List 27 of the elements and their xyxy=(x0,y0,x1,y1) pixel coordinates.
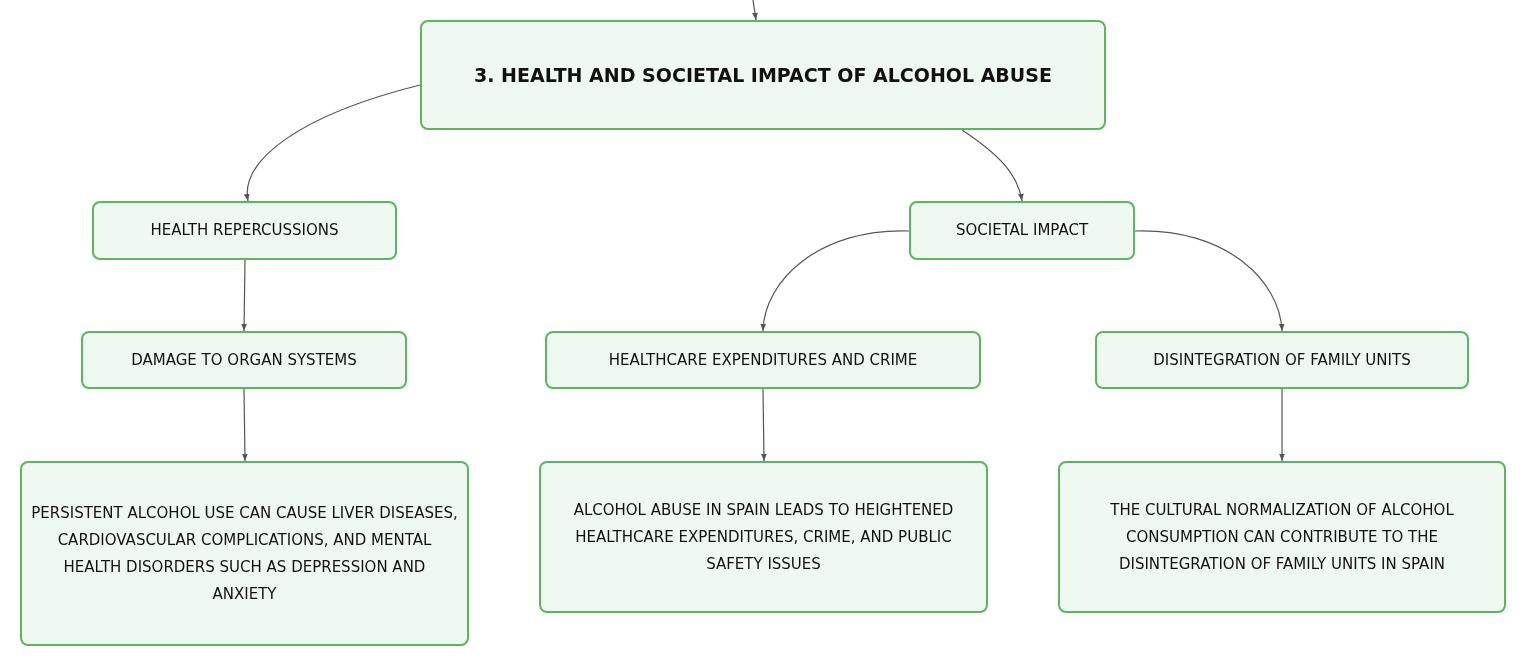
title-box xyxy=(420,20,1106,130)
topic-box xyxy=(539,461,988,613)
connector-arrow xyxy=(1134,230,1284,332)
connector-arrow xyxy=(244,84,421,202)
node-text: THE CULTURAL NORMALIZATION OF ALCOHOL CONSUMPTION CAN CONTRIBUTE TO THE DISINTEGRATION OF FAMILY UNITS IN SPAIN xyxy=(1109,499,1455,575)
node-text: HEALTHCARE EXPENDITURES AND CRIME xyxy=(608,349,918,371)
connector-arrow xyxy=(961,129,1024,202)
connector-arrow xyxy=(760,230,910,332)
connector-arrow xyxy=(761,388,767,462)
connector-arrow xyxy=(242,388,248,462)
topic-box xyxy=(20,461,469,646)
node-text: DISINTEGRATION OF FAMILY UNITS xyxy=(1153,349,1411,371)
topic-box xyxy=(92,201,397,260)
node-text: 3. HEALTH AND SOCIETAL IMPACT OF ALCOHOL ABUSE xyxy=(474,62,1052,88)
node-text: DAMAGE TO ORGAN SYSTEMS xyxy=(131,349,357,371)
topic-box xyxy=(1058,461,1506,613)
node-text: SOCIETAL IMPACT xyxy=(955,220,1089,241)
topic-box xyxy=(909,201,1135,260)
topic-box xyxy=(1095,331,1469,389)
connector-arrow xyxy=(752,0,758,21)
node-text: ALCOHOL ABUSE IN SPAIN LEADS TO HEIGHTENED HEALTHCARE EXPENDITURES, CRIME, AND PUBLIC SAFETY ISSUES xyxy=(572,499,955,575)
topic-box xyxy=(545,331,981,389)
topic-box xyxy=(81,331,407,389)
node-text: HEALTH REPERCUSSIONS xyxy=(150,220,339,241)
connector-arrow xyxy=(241,259,247,332)
connector-arrow xyxy=(1279,388,1285,462)
node-text: PERSISTENT ALCOHOL USE CAN CAUSE LIVER DISEASES, CARDIOVASCULAR COMPLICATIONS, AND MENTAL HEALTH DISORDERS SUCH AS DEPRESSION AND ANXIETY xyxy=(30,502,459,605)
